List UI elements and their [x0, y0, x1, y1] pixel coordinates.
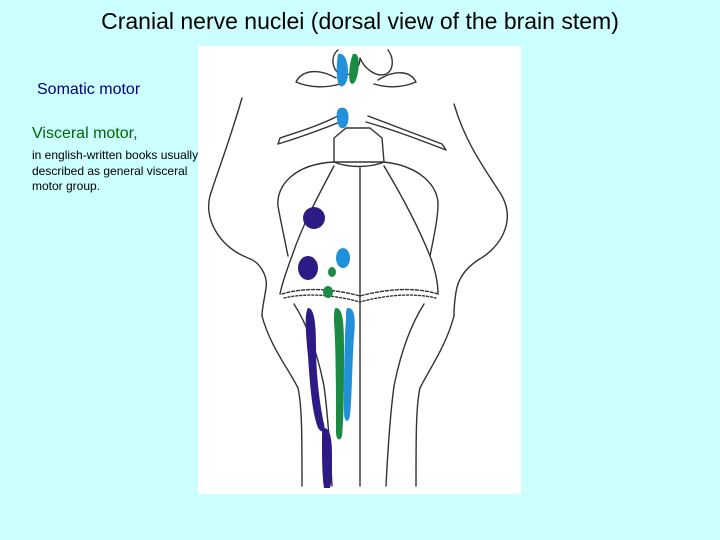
salivatory-nucleus-superior — [328, 267, 336, 277]
visceral-motor-label: Visceral motor, — [32, 125, 138, 143]
edinger-westphal-nucleus — [349, 54, 359, 84]
trochlear-left — [278, 116, 340, 144]
medulla-left — [262, 316, 302, 486]
medulla-right — [416, 316, 454, 486]
ventricle-top — [334, 128, 384, 162]
nucleus-ambiguus — [344, 308, 355, 421]
dorsal-vagal-nucleus — [334, 308, 344, 439]
slide-title: Cranial nerve nuclei (dorsal view of the… — [0, 8, 720, 35]
salivatory-nucleus-inferior — [323, 286, 333, 298]
outline-left — [209, 98, 267, 316]
hypoglossal-nucleus — [306, 308, 325, 431]
visceral-motor-note: in english-written books usually describ… — [32, 148, 202, 195]
somatic-motor-label: Somatic motor — [37, 81, 140, 99]
trochlear-nucleus — [337, 108, 349, 129]
lobe-right — [384, 162, 438, 256]
abducens-nucleus — [303, 207, 325, 229]
fossa-right — [384, 166, 438, 294]
trigeminal-motor-nucleus — [298, 256, 318, 280]
trochlear-right — [366, 116, 446, 150]
lobe-left — [278, 162, 334, 256]
brainstem-diagram — [198, 46, 521, 494]
facial-nucleus — [336, 248, 350, 268]
outline-right — [454, 104, 507, 316]
accessory-nucleus — [322, 428, 332, 488]
oculomotor-nucleus — [337, 54, 348, 87]
brainstem-svg — [198, 46, 521, 494]
colliculus-left — [296, 72, 340, 87]
